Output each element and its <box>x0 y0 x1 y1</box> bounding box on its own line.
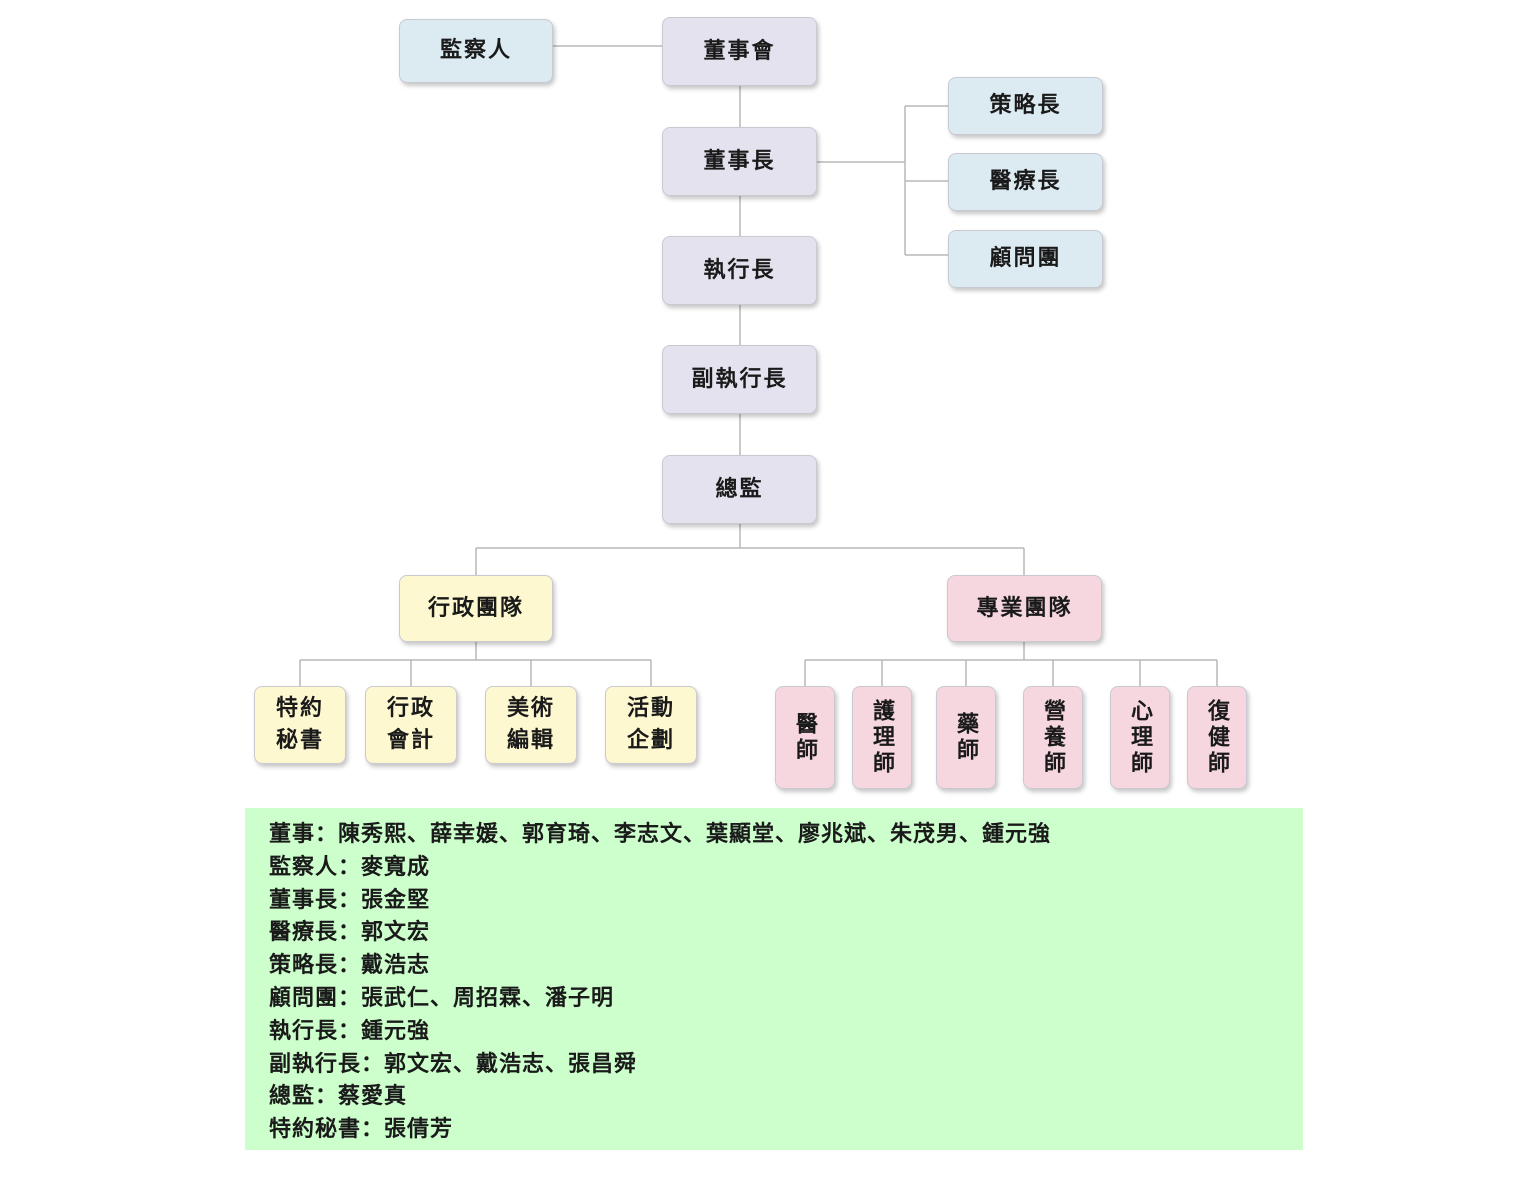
node-supervisor: 監察人 <box>399 19 553 83</box>
member-line: 醫療長：郭文宏 <box>269 919 431 946</box>
node-pro-unit: 藥師 <box>936 686 996 789</box>
node-supervisor-label: 監察人 <box>439 37 512 64</box>
node-admin-unit-label: 活動 企劃 <box>626 695 675 753</box>
member-line: 顧問團：張武仁、周招霖、潘子明 <box>269 984 615 1011</box>
node-pro-unit-label: 復健師 <box>1204 698 1230 777</box>
node-admin-unit-label: 行政 會計 <box>386 695 435 753</box>
node-admin-unit: 活動 企劃 <box>605 686 697 764</box>
member-line: 策略長：戴浩志 <box>269 952 431 979</box>
node-pro-unit-label: 醫師 <box>792 711 818 764</box>
node-ceo-label: 執行長 <box>703 256 776 283</box>
member-line: 副執行長：郭文宏、戴浩志、張昌舜 <box>269 1050 638 1077</box>
node-advisors-label: 顧問團 <box>989 245 1062 272</box>
node-pro-team: 專業團隊 <box>947 575 1102 642</box>
members-panel: 董事：陳秀熙、薛幸媛、郭育琦、李志文、葉顯堂、廖兆斌、朱茂男、鍾元強 監察人：麥… <box>245 808 1303 1150</box>
member-line: 執行長：鍾元強 <box>269 1017 431 1044</box>
member-line: 特約秘書：張倩芳 <box>269 1116 454 1143</box>
node-deputy-ceo: 副執行長 <box>662 345 817 414</box>
node-admin-unit-label: 美術 編輯 <box>506 695 555 753</box>
node-pro-unit-label: 藥師 <box>953 711 979 764</box>
node-pro-unit-label: 心理師 <box>1127 698 1153 777</box>
node-admin-unit: 美術 編輯 <box>485 686 577 764</box>
node-admin-team-label: 行政團隊 <box>427 594 524 621</box>
node-admin-team: 行政團隊 <box>399 575 553 642</box>
org-chart-connectors <box>299 45 1218 686</box>
node-admin-unit: 特約 秘書 <box>254 686 346 764</box>
node-board-label: 董事會 <box>703 37 776 64</box>
member-line: 董事長：張金堅 <box>269 886 431 913</box>
member-line: 總監：蔡愛真 <box>269 1083 408 1110</box>
node-cmo-label: 醫療長 <box>989 168 1062 195</box>
node-admin-unit: 行政 會計 <box>365 686 457 764</box>
node-director-label: 總監 <box>715 475 764 502</box>
node-advisors: 顧問團 <box>948 230 1103 288</box>
node-chairman-label: 董事長 <box>703 147 776 174</box>
node-cso-label: 策略長 <box>989 92 1062 119</box>
node-pro-unit: 心理師 <box>1110 686 1170 789</box>
node-director: 總監 <box>662 455 817 524</box>
node-pro-unit: 醫師 <box>775 686 835 789</box>
node-chairman: 董事長 <box>662 127 817 196</box>
node-pro-unit-label: 營養師 <box>1040 698 1066 777</box>
node-cmo: 醫療長 <box>948 153 1103 211</box>
node-admin-unit-label: 特約 秘書 <box>275 695 324 753</box>
node-board: 董事會 <box>662 17 817 86</box>
member-line: 董事：陳秀熙、薛幸媛、郭育琦、李志文、葉顯堂、廖兆斌、朱茂男、鍾元強 <box>269 821 1052 847</box>
node-ceo: 執行長 <box>662 236 817 305</box>
node-pro-unit-label: 護理師 <box>869 698 895 777</box>
node-pro-unit: 護理師 <box>852 686 912 789</box>
node-cso: 策略長 <box>948 77 1103 135</box>
node-pro-team-label: 專業團隊 <box>976 594 1073 621</box>
node-deputy-ceo-label: 副執行長 <box>691 365 788 392</box>
node-pro-unit: 復健師 <box>1187 686 1247 789</box>
member-line: 監察人：麥寬成 <box>269 853 431 880</box>
node-pro-unit: 營養師 <box>1023 686 1083 789</box>
